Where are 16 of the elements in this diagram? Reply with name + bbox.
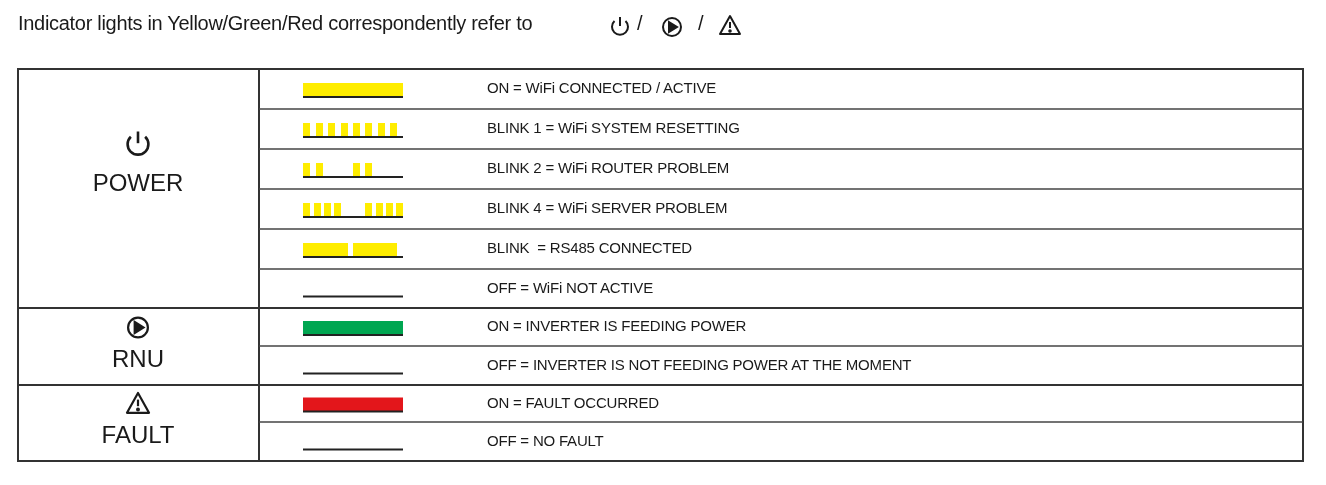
status-description: ON = INVERTER IS FEEDING POWER <box>487 317 747 334</box>
status-description: BLINK 1 = WiFi SYSTEM RESETTING <box>487 119 740 136</box>
status-description: BLINK 2 = WiFi ROUTER PROBLEM <box>487 159 730 176</box>
status-description: ON = WiFi CONNECTED / ACTIVE <box>487 79 716 96</box>
status-description: OFF = INVERTER IS NOT FEEDING POWER AT THE MOMENT <box>487 355 912 373</box>
status-description: OFF = NO FAULT <box>487 431 604 449</box>
indicator-name: FAULT <box>100 421 176 449</box>
separator-slash: / <box>698 12 704 35</box>
indicator-name: POWER <box>91 168 185 197</box>
status-description: ON = FAULT OCCURRED <box>487 393 659 411</box>
separator-slash: / <box>637 12 643 35</box>
title: Indicator lights in Yellow/Green/Red correspondently refer to <box>18 12 533 35</box>
indicator-name: RNU <box>111 344 165 373</box>
status-description: BLINK 4 = WiFi SERVER PROBLEM <box>487 199 728 216</box>
status-description: OFF = WiFi NOT ACTIVE <box>487 278 653 296</box>
status-description: BLINK = RS485 CONNECTED <box>487 239 692 256</box>
